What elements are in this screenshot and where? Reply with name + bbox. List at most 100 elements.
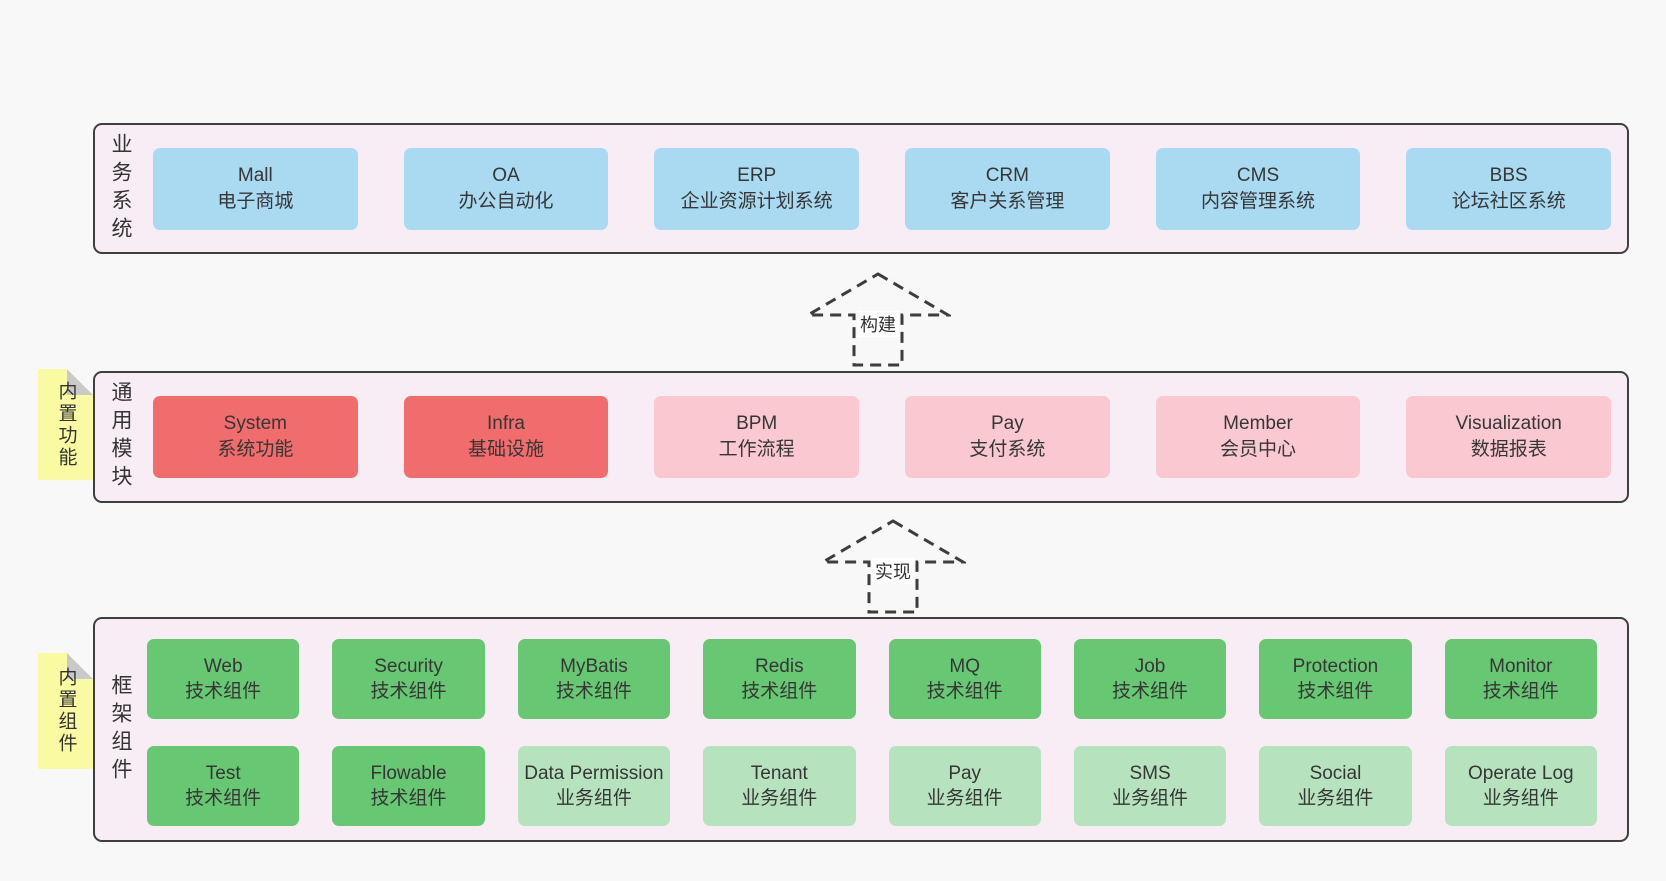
- diagram-box-sms: SMS 业务组件: [1073, 746, 1227, 826]
- box-title: CRM: [985, 164, 1029, 186]
- box-subtitle: 技术组件: [370, 681, 447, 702]
- box-subtitle: 系统功能: [217, 439, 294, 460]
- box-title: BBS: [1489, 164, 1528, 186]
- section-common-modules: 通用模块 System 系统功能 Infra 基础设施 BPM 工作流程 Pay…: [93, 371, 1629, 503]
- diagram-box-web: Web 技术组件: [147, 639, 300, 719]
- diagram-box-protection: Protection 技术组件: [1259, 639, 1412, 719]
- box-subtitle: 客户关系管理: [950, 190, 1065, 212]
- sticky-note-label: 内置组件: [55, 667, 77, 755]
- box-title: Visualization: [1455, 413, 1562, 434]
- box-subtitle: 技术组件: [741, 681, 818, 702]
- box-title: Data Permission: [524, 763, 664, 784]
- box-title: MQ: [949, 656, 980, 677]
- box-title: MyBatis: [560, 656, 628, 677]
- diagram-box-job: Job 技术组件: [1073, 639, 1227, 719]
- diagram-box-redis: Redis 技术组件: [703, 639, 856, 719]
- box-title: Tenant: [750, 763, 808, 784]
- box-title: Pay: [948, 763, 982, 784]
- section-label: 业务系统: [109, 132, 132, 245]
- box-title: SMS: [1129, 763, 1171, 784]
- diagram-box-security: Security 技术组件: [332, 639, 485, 719]
- diagram-box-pay-component: Pay 业务组件: [888, 746, 1041, 826]
- section-business-systems: 业务系统 Mall 电子商城 OA 办公自动化 ERP 企业资源计划系统 CRM…: [93, 123, 1629, 254]
- box-title: Operate Log: [1467, 763, 1574, 784]
- box-subtitle: 支付系统: [969, 439, 1046, 460]
- diagram-box-cms: CMS 内容管理系统: [1155, 147, 1361, 230]
- box-subtitle: 企业资源计划系统: [680, 190, 833, 212]
- box-subtitle: 业务组件: [1112, 788, 1189, 809]
- box-subtitle: 业务组件: [555, 788, 632, 809]
- diagram-box-test: Test 技术组件: [147, 746, 300, 826]
- diagram-box-erp: ERP 企业资源计划系统: [654, 147, 860, 230]
- box-subtitle: 技术组件: [1482, 681, 1559, 702]
- box-subtitle: 业务组件: [1482, 788, 1559, 809]
- box-subtitle: 内容管理系统: [1201, 190, 1316, 212]
- box-row-tech: Web 技术组件 Security 技术组件 MyBatis 技术组件 Redi…: [147, 639, 1597, 719]
- arrow-build: 构建: [805, 271, 951, 368]
- box-title: Job: [1134, 656, 1166, 677]
- box-subtitle: 业务组件: [1297, 788, 1374, 809]
- section-label: 通用模块: [109, 381, 132, 493]
- box-title: OA: [492, 164, 520, 186]
- box-title: ERP: [737, 164, 777, 186]
- box-subtitle: 技术组件: [1297, 681, 1374, 702]
- sticky-note-built-in-features: 内置功能: [38, 369, 93, 480]
- box-subtitle: 业务组件: [926, 788, 1003, 809]
- diagram-box-mybatis: MyBatis 技术组件: [517, 639, 671, 719]
- arrow-label: 构建: [857, 311, 899, 337]
- box-subtitle: 数据报表: [1470, 439, 1547, 460]
- box-row: System 系统功能 Infra 基础设施 BPM 工作流程 Pay 支付系统…: [153, 396, 1612, 478]
- box-subtitle: 论坛社区系统: [1451, 190, 1566, 212]
- diagram-box-system: System 系统功能: [153, 396, 358, 478]
- box-subtitle: 工作流程: [718, 439, 795, 460]
- diagram-box-data-permission: Data Permission 业务组件: [517, 746, 671, 826]
- diagram-box-flowable: Flowable 技术组件: [332, 746, 485, 826]
- box-subtitle: 技术组件: [1112, 681, 1189, 702]
- box-title: Security: [374, 656, 443, 677]
- diagram-box-member: Member 会员中心: [1155, 396, 1361, 478]
- box-subtitle: 电子商城: [217, 190, 294, 212]
- diagram-box-pay-system: Pay 支付系统: [905, 396, 1110, 478]
- diagram-box-operate-log: Operate Log 业务组件: [1444, 746, 1597, 826]
- diagram-box-tenant: Tenant 业务组件: [703, 746, 856, 826]
- diagram-box-visualization: Visualization 数据报表: [1406, 396, 1612, 478]
- box-row-business: Test 技术组件 Flowable 技术组件 Data Permission …: [147, 746, 1597, 826]
- section-label: 框架组件: [109, 673, 132, 786]
- diagram-box-bbs: BBS 论坛社区系统: [1406, 147, 1612, 230]
- box-subtitle: 技术组件: [555, 681, 632, 702]
- box-subtitle: 技术组件: [370, 788, 447, 809]
- diagram-box-oa: OA 办公自动化: [403, 147, 609, 230]
- diagram-box-bpm: BPM 工作流程: [654, 396, 860, 478]
- box-subtitle: 会员中心: [1220, 439, 1297, 460]
- section-framework-components: 框架组件 Web 技术组件 Security 技术组件 MyBatis 技术组件…: [93, 617, 1629, 842]
- box-title: Protection: [1292, 656, 1379, 677]
- sticky-note-built-in-components: 内置组件: [38, 653, 93, 769]
- box-title: Mall: [237, 164, 273, 186]
- diagram-box-infra: Infra 基础设施: [403, 396, 609, 478]
- box-title: Redis: [755, 656, 804, 677]
- box-title: Member: [1223, 413, 1293, 434]
- box-subtitle: 技术组件: [185, 681, 262, 702]
- diagram-box-social: Social 业务组件: [1259, 746, 1412, 826]
- box-title: Web: [203, 656, 243, 677]
- box-subtitle: 基础设施: [468, 439, 545, 460]
- diagram-box-mq: MQ 技术组件: [888, 639, 1041, 719]
- box-title: BPM: [736, 413, 778, 434]
- arrow-implement: 实现: [820, 518, 966, 615]
- box-title: Test: [205, 763, 241, 784]
- box-row: Mall 电子商城 OA 办公自动化 ERP 企业资源计划系统 CRM 客户关系…: [153, 147, 1612, 230]
- diagram-box-monitor: Monitor 技术组件: [1444, 639, 1597, 719]
- arrow-label: 实现: [872, 558, 914, 584]
- box-title: System: [223, 413, 288, 434]
- box-title: CMS: [1236, 164, 1280, 186]
- box-subtitle: 业务组件: [741, 788, 818, 809]
- box-title: Social: [1309, 763, 1362, 784]
- box-subtitle: 技术组件: [185, 788, 262, 809]
- diagram-box-mall: Mall 电子商城: [153, 147, 358, 230]
- diagram-box-crm: CRM 客户关系管理: [905, 147, 1110, 230]
- box-title: Monitor: [1489, 656, 1553, 677]
- box-subtitle: 技术组件: [926, 681, 1003, 702]
- box-title: Flowable: [370, 763, 447, 784]
- box-subtitle: 办公自动化: [458, 190, 554, 212]
